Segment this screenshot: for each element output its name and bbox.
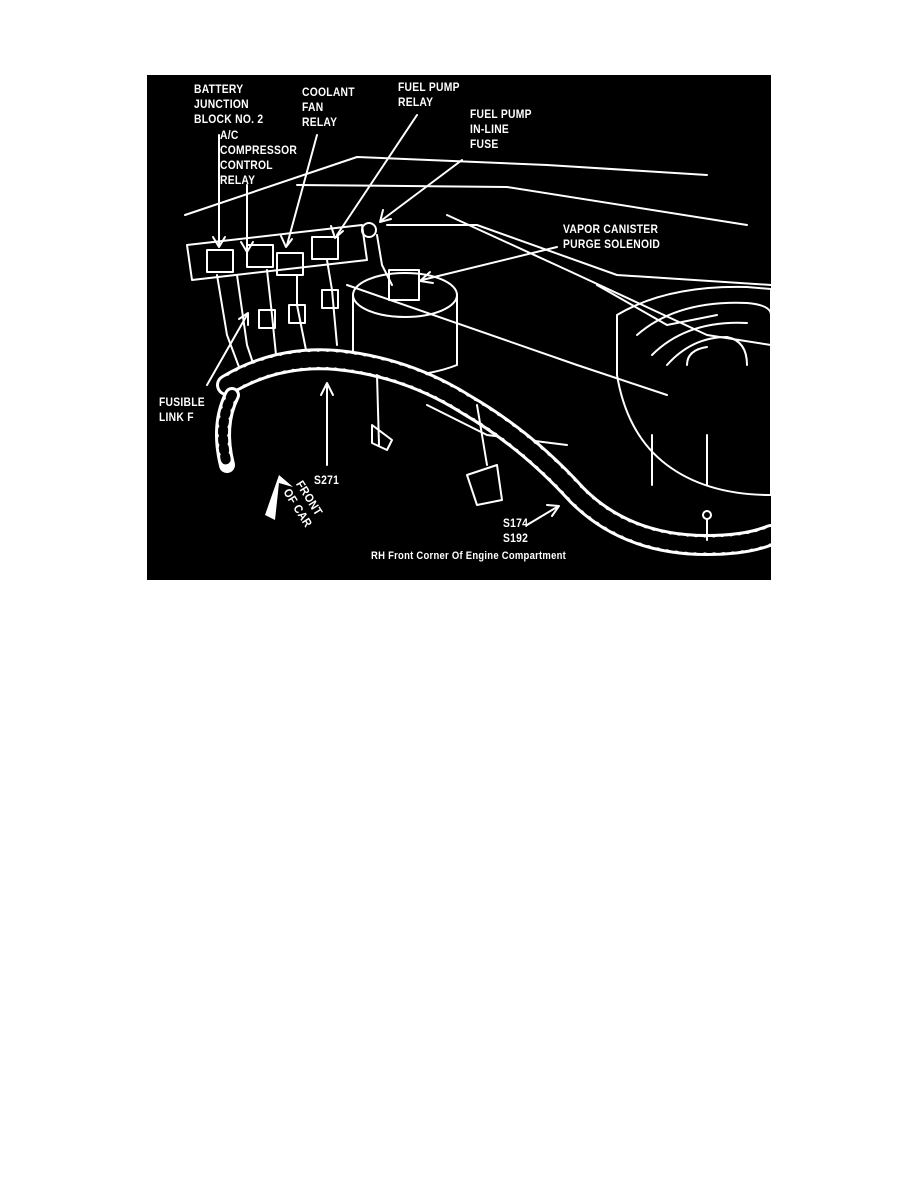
air-cleaner-base: [651, 434, 708, 486]
relay-ac: [206, 249, 234, 273]
label-s271: S271: [314, 473, 340, 487]
air-cleaner-snout: [666, 336, 748, 366]
label-fusible-link: FUSIBLE LINK F: [159, 395, 205, 424]
panel-line-2: [426, 404, 568, 446]
leader-s174: [526, 506, 558, 526]
fender-contour-lower: [296, 184, 748, 226]
label-s174-s192: S174 S192: [503, 516, 529, 545]
label-fuel-pump-relay: FUEL PUMP RELAY: [398, 80, 460, 109]
ground-bracket: [466, 464, 503, 506]
junction-block: [186, 224, 368, 281]
label-ac-compressor-relay: A/C COMPRESSOR CONTROL RELAY: [220, 128, 298, 187]
leader-inline-fuse: [381, 159, 463, 221]
label-vapor-canister-purge-solenoid: VAPOR CANISTER PURGE SOLENOID: [563, 222, 661, 251]
leader-fusible-link: [206, 314, 248, 386]
engine-compartment-illustration: [184, 114, 771, 556]
label-battery-junction-block: BATTERY JUNCTION BLOCK NO. 2: [194, 82, 264, 126]
relay-coolant: [246, 244, 274, 268]
front-of-car-arrow: [265, 475, 293, 520]
vapor-canister-top: [352, 272, 458, 318]
relay-coolant-2: [276, 252, 304, 276]
leader-fuel-pump-relay: [336, 114, 418, 236]
diagram-caption: RH Front Corner Of Engine Compartment: [371, 550, 567, 562]
leader-coolant-fan: [286, 134, 318, 246]
harness-bracket: [371, 424, 393, 451]
leader-purge-solenoid: [421, 246, 558, 281]
relay-fuel-pump: [311, 236, 339, 260]
panel-line: [346, 284, 668, 396]
air-cleaner-snout-c: [686, 346, 708, 366]
inline-fuse: [361, 222, 377, 238]
strut-tower-line: [596, 284, 718, 326]
purge-solenoid: [388, 269, 420, 301]
air-cleaner-lid-inner: [651, 321, 748, 356]
engine-compartment-diagram: BATTERY JUNCTION BLOCK NO. 2 A/C COMPRES…: [147, 75, 771, 580]
label-fuel-pump-inline-fuse: FUEL PUMP IN-LINE FUSE: [470, 107, 532, 151]
air-cleaner-lid: [636, 301, 771, 336]
label-coolant-fan-relay: COOLANT FAN RELAY: [302, 85, 355, 129]
air-cleaner-housing: [616, 285, 771, 496]
inner-fender-line: [446, 214, 771, 346]
fender-contour: [184, 156, 708, 216]
